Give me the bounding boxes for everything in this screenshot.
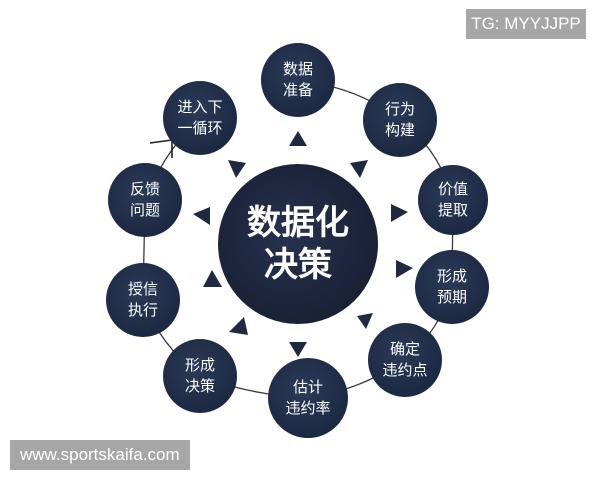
node-circle-data-prep <box>261 43 335 117</box>
triangle-icon <box>289 342 307 357</box>
center-circle <box>218 164 378 324</box>
node-circle-next-cycle <box>163 81 237 155</box>
triangle-icon <box>229 317 248 335</box>
node-circle-value-extract <box>418 165 488 235</box>
triangle-icon <box>350 160 368 178</box>
node-circle-behavior-build <box>363 83 437 157</box>
triangle-icon <box>203 270 222 287</box>
node-circle-default-rate <box>268 358 348 438</box>
triangle-icon <box>357 313 373 329</box>
pointer-triangles <box>193 131 413 357</box>
arrowhead-icon <box>149 139 173 158</box>
node-circle-feedback <box>108 163 182 237</box>
triangle-icon <box>193 207 210 225</box>
node-circle-default-point <box>368 323 442 397</box>
triangle-icon <box>228 160 246 178</box>
node-circle-form-decision <box>163 339 237 413</box>
triangle-icon <box>289 131 307 146</box>
node-circle-form-expectation <box>415 250 489 324</box>
triangle-icon <box>391 204 408 222</box>
center-title: 数据化 决策 <box>247 202 349 286</box>
node-circles <box>106 43 489 438</box>
node-circle-credit-exec <box>106 263 180 337</box>
center-title-line2: 决策 <box>264 245 332 285</box>
center-title-line1: 数据化 <box>247 203 349 243</box>
watermark-top-right: TG: MYYJJPP <box>466 9 586 39</box>
watermark-bottom-left: www.sportskaifa.com <box>10 440 190 470</box>
triangle-icon <box>396 260 413 278</box>
